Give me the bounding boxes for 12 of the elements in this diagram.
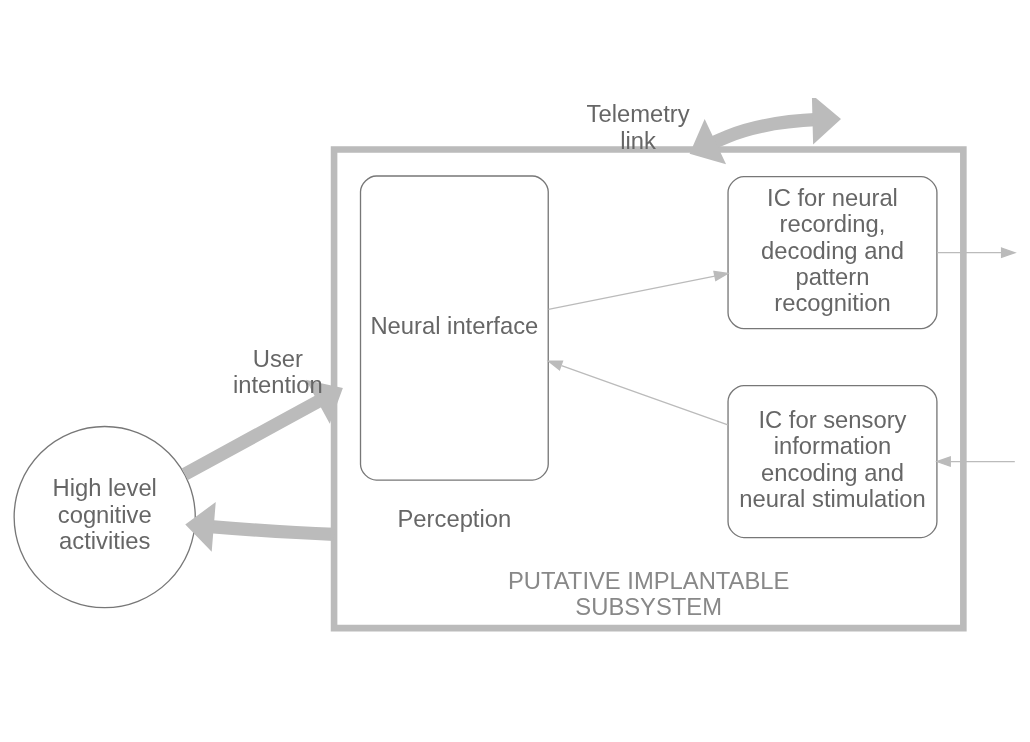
node-box: IC for neural recording, decoding and pattern recognition <box>727 176 938 330</box>
node-box: IC for sensory information encoding and neural stimulation <box>727 384 938 539</box>
arrow <box>935 456 1016 468</box>
edge-label: User intention <box>232 344 323 399</box>
edge-label: Perception <box>397 504 512 532</box>
node-box: Neural interface <box>359 175 549 481</box>
arrow <box>547 270 730 311</box>
arrow <box>689 98 841 165</box>
node-circle: High level cognitive activities <box>13 425 196 609</box>
arrow <box>181 379 343 480</box>
arrow <box>936 247 1017 259</box>
arrow <box>546 360 729 426</box>
